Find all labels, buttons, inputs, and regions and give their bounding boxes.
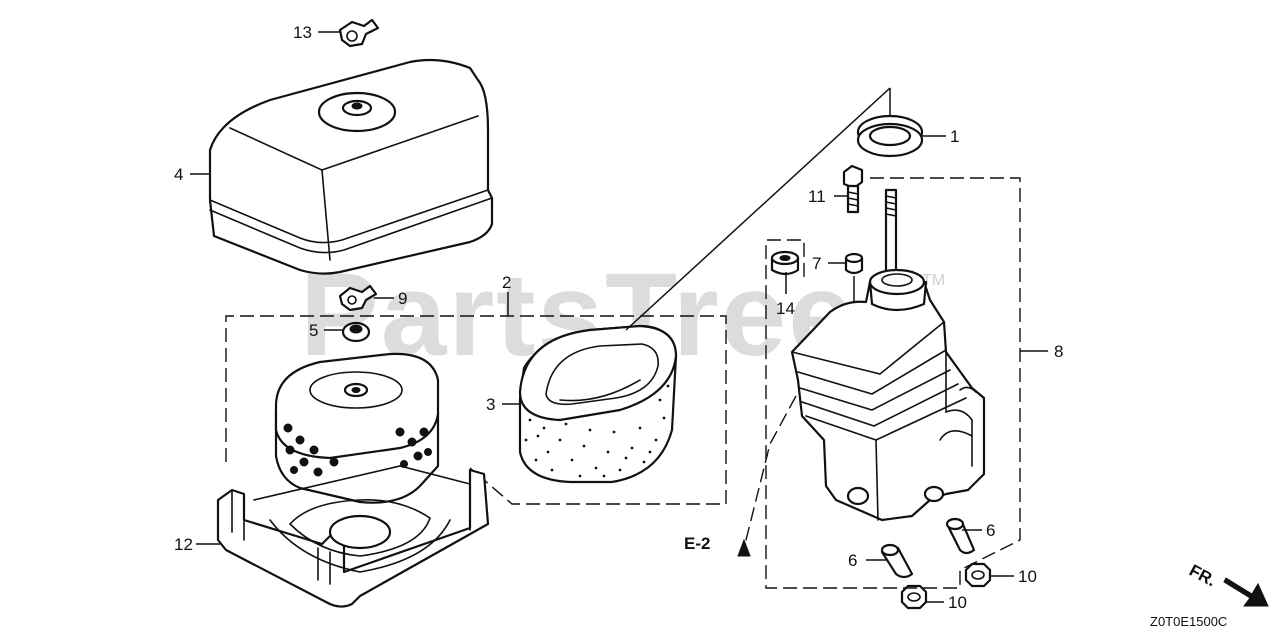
air-cleaner-elbow[interactable] bbox=[790, 268, 986, 522]
grommet[interactable] bbox=[341, 321, 371, 343]
hex-nut-left[interactable] bbox=[900, 584, 928, 610]
callout-6-left[interactable]: 6 bbox=[848, 551, 857, 570]
stud-bolt[interactable] bbox=[884, 188, 898, 282]
callout-1[interactable]: 1 bbox=[950, 127, 959, 146]
callout-10-right[interactable]: 10 bbox=[1018, 567, 1037, 586]
callout-8[interactable]: 8 bbox=[1054, 342, 1063, 361]
flange-nut[interactable] bbox=[770, 250, 800, 276]
reference-e2[interactable]: E-2 bbox=[684, 534, 710, 553]
callout-6-right[interactable]: 6 bbox=[986, 521, 995, 540]
front-direction-label: FR. bbox=[1186, 561, 1219, 591]
seal-ring[interactable] bbox=[856, 114, 924, 158]
callout-7[interactable]: 7 bbox=[812, 254, 821, 273]
element-group-outline bbox=[225, 315, 727, 505]
callout-13[interactable]: 13 bbox=[293, 23, 312, 42]
paper-filter-element[interactable] bbox=[274, 352, 440, 504]
callout-11[interactable]: 11 bbox=[808, 187, 826, 206]
callout-12[interactable]: 12 bbox=[174, 535, 193, 554]
callout-14[interactable]: 14 bbox=[776, 299, 795, 318]
front-direction-arrow: FR. bbox=[1186, 561, 1269, 607]
wing-nut-middle[interactable] bbox=[338, 284, 378, 312]
callout-9[interactable]: 9 bbox=[398, 289, 407, 308]
hex-nut-right[interactable] bbox=[964, 562, 992, 588]
callout-5[interactable]: 5 bbox=[309, 321, 318, 340]
callout-10-left[interactable]: 10 bbox=[948, 593, 967, 612]
wing-nut-top[interactable] bbox=[338, 18, 380, 48]
collar[interactable] bbox=[844, 252, 864, 310]
watermark-trademark: TM bbox=[922, 272, 945, 289]
flange-bolt[interactable] bbox=[842, 164, 864, 214]
tube-left[interactable] bbox=[880, 543, 914, 579]
tube-right[interactable] bbox=[945, 517, 976, 555]
callout-2[interactable]: 2 bbox=[502, 273, 511, 292]
diagram-code: Z0T0E1500C bbox=[1150, 614, 1227, 629]
air-cleaner-cover[interactable] bbox=[208, 58, 494, 275]
foam-filter-element[interactable] bbox=[518, 324, 678, 484]
callout-4[interactable]: 4 bbox=[174, 165, 183, 184]
air-cleaner-case[interactable] bbox=[216, 465, 490, 608]
callout-3[interactable]: 3 bbox=[486, 395, 495, 414]
elbow-group-outline bbox=[765, 177, 1021, 589]
